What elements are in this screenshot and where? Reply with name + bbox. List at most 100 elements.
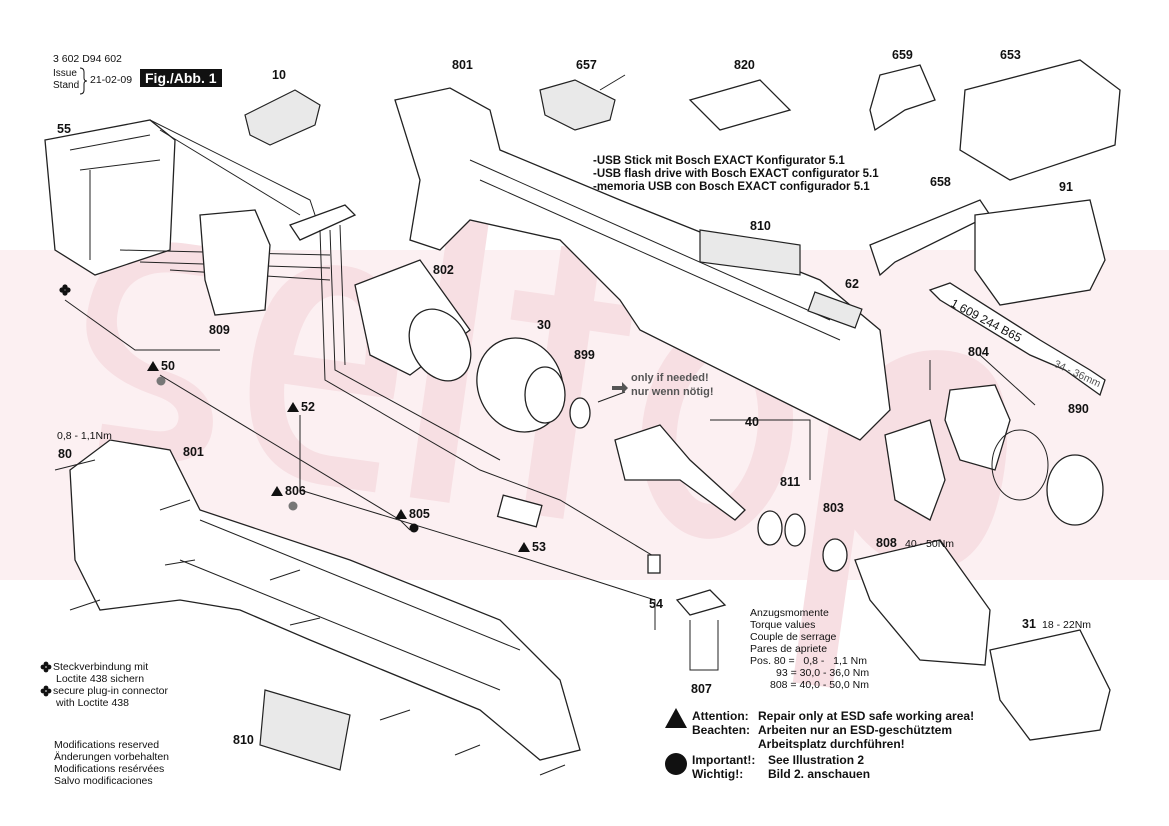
torque-title-es: Pares de apriete bbox=[750, 643, 828, 655]
part-label-810: 810 bbox=[750, 219, 771, 233]
torque-808: 40 - 50Nm bbox=[905, 538, 955, 550]
important-dot-icon bbox=[665, 753, 687, 775]
cover-807-part bbox=[675, 589, 727, 616]
usb-note-en: -USB flash drive with Bosch EXACT config… bbox=[593, 168, 879, 180]
head-808-part bbox=[854, 539, 991, 666]
beachten-text: Arbeiten nur an ESD-geschütztem bbox=[758, 723, 953, 737]
loctite-marker-icons bbox=[40, 284, 71, 697]
stand-label: Stand bbox=[53, 80, 80, 91]
part-label-801: 801 bbox=[452, 58, 473, 72]
hook-spanner-part bbox=[928, 282, 1106, 397]
connector-board-part bbox=[289, 204, 357, 241]
part-label-658: 658 bbox=[930, 175, 951, 189]
motor-802-part bbox=[354, 259, 472, 382]
important-text: See Illustration 2 bbox=[768, 753, 865, 767]
torque-31: 18 - 22Nm bbox=[1042, 619, 1092, 631]
loctite-marker-icon bbox=[40, 661, 52, 673]
attention-text: Repair only at ESD safe working area! bbox=[758, 709, 975, 723]
part-label-805: 805 bbox=[409, 507, 430, 521]
screws bbox=[54, 459, 566, 776]
wichtig-text: Bild 2. anschauen bbox=[768, 767, 871, 781]
issue-label: Issue bbox=[53, 68, 77, 79]
torque-row: 808 = 40,0 - 50,0 Nm bbox=[770, 679, 869, 691]
mods-es: Salvo modificaciones bbox=[54, 775, 153, 787]
ring-890-part bbox=[1046, 454, 1104, 526]
triangle-icon bbox=[518, 542, 530, 552]
part-label-803: 803 bbox=[823, 501, 844, 515]
nut-803-part bbox=[822, 538, 848, 572]
triangle-icon bbox=[287, 402, 299, 412]
part-label-808: 808 bbox=[876, 536, 897, 550]
label-810-left-part bbox=[259, 689, 351, 771]
adapter-31-part bbox=[989, 629, 1111, 741]
mods-de: Änderungen vorbehalten bbox=[54, 751, 170, 763]
part-label-62: 62 bbox=[845, 277, 859, 291]
esd-triangle-markers bbox=[147, 361, 687, 728]
part-label-31: 31 bbox=[1022, 617, 1036, 631]
usb-note-es: -memoria USB con Bosch EXACT configurado… bbox=[593, 181, 870, 193]
part-label-809: 809 bbox=[209, 323, 230, 337]
esd-dot-icon bbox=[288, 501, 298, 511]
esd-dot-icon bbox=[156, 376, 166, 386]
triangle-icon bbox=[147, 361, 159, 371]
loctite-en-2: with Loctite 438 bbox=[56, 697, 129, 709]
control-module-part bbox=[44, 119, 331, 281]
warning-triangle-icon bbox=[665, 708, 687, 728]
part-label-30: 30 bbox=[537, 318, 551, 332]
beachten-text-2: Arbeitsplatz durchführen! bbox=[758, 737, 905, 751]
loctite-de-2: Loctite 438 sichern bbox=[56, 673, 145, 685]
part-label-52: 52 bbox=[301, 400, 315, 414]
part-label-653: 653 bbox=[1000, 48, 1021, 62]
usb-stick-820-part bbox=[688, 79, 792, 131]
part-label-806: 806 bbox=[285, 484, 306, 498]
triangle-icon bbox=[271, 486, 283, 496]
part-label-804: 804 bbox=[968, 345, 989, 359]
loctite-marker-icon bbox=[40, 685, 52, 697]
brace bbox=[79, 67, 88, 95]
only-if-needed-en: only if needed! bbox=[631, 372, 709, 384]
part-label-10: 10 bbox=[272, 68, 286, 82]
important-label: Important!: bbox=[692, 753, 756, 767]
part-label-810-left: 810 bbox=[233, 733, 254, 747]
cover-part bbox=[244, 89, 321, 146]
ring-804-part bbox=[991, 429, 1049, 501]
part-label-54: 54 bbox=[649, 597, 663, 611]
torque-title-en: Torque values bbox=[750, 619, 816, 631]
mods-en: Modifications reserved bbox=[54, 739, 160, 751]
clip-659-part bbox=[869, 64, 936, 132]
bracket-804-part bbox=[944, 384, 1011, 471]
torque-title-de: Anzugsmomente bbox=[750, 607, 829, 619]
label-62-part bbox=[807, 291, 863, 329]
spindle-40-part bbox=[614, 424, 746, 521]
part-label-820: 820 bbox=[734, 58, 755, 72]
charger-653-part bbox=[959, 59, 1121, 181]
part-label-807: 807 bbox=[691, 682, 712, 696]
torque-80: 0,8 - 1,1Nm bbox=[57, 430, 112, 442]
loctite-marker-icon bbox=[59, 284, 71, 296]
attention-label: Attention: bbox=[692, 709, 749, 723]
part-label-53: 53 bbox=[532, 540, 546, 554]
torque-title-fr: Couple de serrage bbox=[750, 631, 837, 643]
part-label-802: 802 bbox=[433, 263, 454, 277]
part-label-811: 811 bbox=[780, 475, 801, 489]
mods-fr: Modifications resérvées bbox=[54, 763, 165, 775]
part-label-50: 50 bbox=[161, 359, 175, 373]
arrow-icon bbox=[612, 382, 628, 394]
only-if-needed-de: nur wenn nötig! bbox=[631, 386, 714, 398]
leader-lines bbox=[64, 299, 1036, 671]
spanner-658-part bbox=[869, 199, 991, 277]
switch-part bbox=[199, 209, 271, 316]
part-label-80: 80 bbox=[58, 447, 72, 461]
part-label-91: 91 bbox=[1059, 180, 1073, 194]
figure-label: Fig./Abb. 1 bbox=[140, 69, 222, 87]
washer-899-part bbox=[569, 397, 591, 429]
housing-801-part bbox=[394, 87, 891, 441]
part-label-801-left: 801 bbox=[183, 445, 204, 459]
torque-row: 93 = 30,0 - 36,0 Nm bbox=[776, 667, 870, 679]
key-657-part bbox=[539, 79, 616, 131]
part-label-40: 40 bbox=[745, 415, 759, 429]
loctite-en-1: secure plug-in connector bbox=[53, 685, 168, 697]
part-label-899: 899 bbox=[574, 348, 595, 362]
